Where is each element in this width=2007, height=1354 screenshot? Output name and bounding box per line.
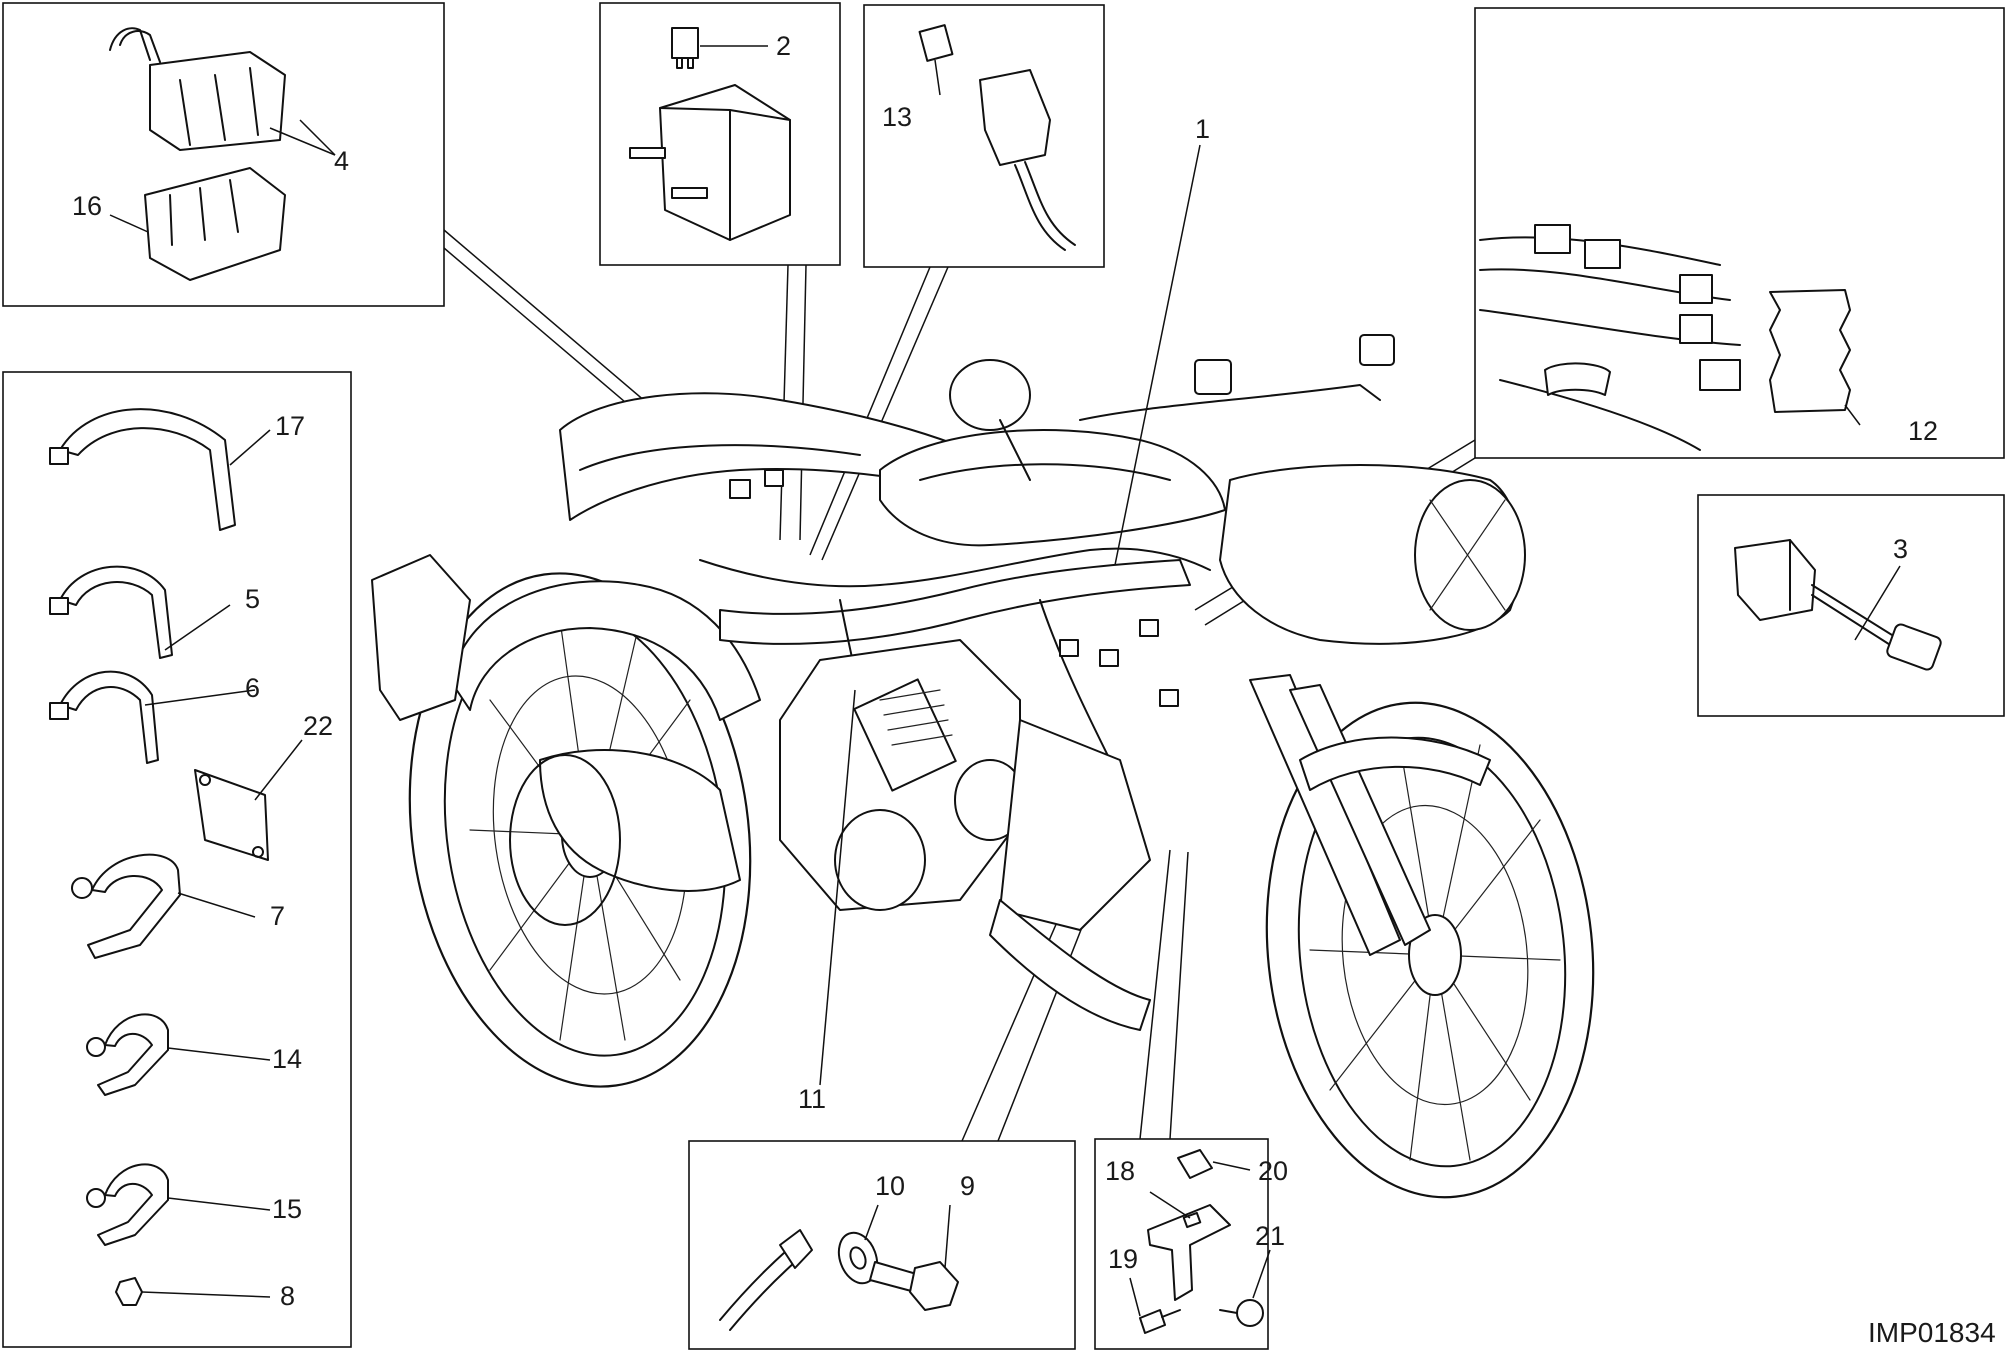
part-bolt (869, 1261, 959, 1311)
part-serrated-washer (837, 1231, 879, 1285)
callout-11: 11 (798, 1084, 826, 1114)
callout-17: 17 (275, 411, 305, 441)
part-clip-nut (1177, 1149, 1213, 1179)
callout-5: 5 (245, 584, 260, 614)
callout-leaders (109, 45, 1901, 1317)
callout-12: 12 (1908, 416, 1938, 446)
motorcycle-illustration (371, 334, 1595, 1199)
exhaust-pipe (539, 749, 741, 892)
callout-13: 13 (882, 102, 912, 132)
part-connector-bundle (1479, 224, 1741, 451)
part-cable-tie-6 (49, 670, 159, 764)
inset-box-fuse-relay (599, 2, 841, 266)
inset-box-diagnostic-plug (1697, 494, 2005, 717)
part-diagnostic-plug (1734, 539, 1942, 671)
inset-box-ground-bolt (688, 1140, 1076, 1350)
part-fuse-small (918, 24, 954, 62)
part-cable-tie-5 (49, 565, 173, 659)
callout-20: 20 (1258, 1156, 1288, 1186)
inset-box-connector-holder (1474, 7, 2005, 459)
engine (779, 639, 1151, 931)
callout-18: 18 (1105, 1156, 1135, 1186)
callout-1: 1 (1195, 114, 1210, 144)
part-connector-13 (979, 69, 1076, 251)
callout-22: 22 (303, 711, 333, 741)
callout-16: 16 (72, 191, 102, 221)
handlebar (1079, 384, 1381, 421)
mirror (949, 359, 1031, 431)
callout-labels: 1 2 3 4 5 6 7 8 9 10 11 12 13 14 15 16 1… (72, 31, 1938, 1311)
callout-15: 15 (272, 1194, 302, 1224)
part-plate-22 (194, 769, 269, 861)
front-fork (1249, 674, 1401, 956)
frame-tube (719, 559, 1191, 645)
part-rivet-21 (1219, 1299, 1264, 1327)
callout-19: 19 (1108, 1244, 1138, 1274)
callout-8: 8 (280, 1281, 295, 1311)
part-fuse (671, 27, 699, 69)
part-ground-cable (719, 1229, 813, 1331)
callout-4: 4 (334, 146, 349, 176)
part-connector-holder (1769, 289, 1851, 413)
wiring-harness (699, 547, 1211, 588)
license-plate-holder (371, 554, 471, 721)
part-clip-14 (86, 1013, 169, 1096)
callout-21: 21 (1255, 1221, 1285, 1251)
rear-fender (449, 580, 761, 721)
part-cable-tie-17 (49, 408, 236, 531)
part-clip-7 (71, 853, 181, 959)
fuel-tank (879, 429, 1226, 547)
part-relays (109, 27, 286, 151)
callout-9: 9 (960, 1171, 975, 1201)
reference-code: IMP01834 (1868, 1317, 1996, 1348)
callout-14: 14 (272, 1044, 302, 1074)
inset-box-relays (2, 2, 445, 307)
callout-3: 3 (1893, 534, 1908, 564)
brake-reservoir (1194, 359, 1232, 395)
part-fuse-relay (629, 84, 791, 241)
part-bracket (1147, 1204, 1231, 1301)
inset-box-bracket (1094, 1138, 1269, 1350)
part-relay-cover (144, 167, 286, 281)
callout-2: 2 (776, 31, 791, 61)
part-clip-15 (86, 1163, 169, 1246)
part-screw-19 (1139, 1309, 1181, 1334)
rear-brake-disc (509, 754, 621, 926)
front-fender (1299, 736, 1491, 791)
callout-7: 7 (270, 901, 285, 931)
inset-box-cable-ties (2, 371, 352, 1348)
inset-box-fuse-connector (863, 4, 1105, 268)
part-clip-8 (115, 1277, 143, 1306)
callout-6: 6 (245, 673, 260, 703)
callout-10: 10 (875, 1171, 905, 1201)
